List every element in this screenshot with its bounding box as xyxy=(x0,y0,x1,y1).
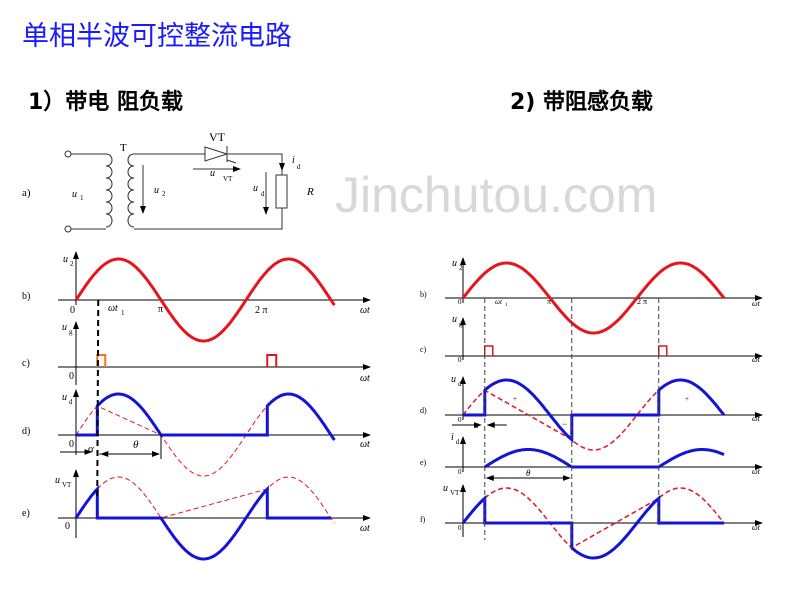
left-b-pi: π xyxy=(158,304,163,315)
circuit-schematic xyxy=(64,146,288,233)
right-f-label: f) xyxy=(420,515,426,524)
right-b-xlabel: ωt xyxy=(752,299,761,308)
right-c-xlabel: ωt xyxy=(752,355,761,364)
left-b-2pi: 2 π xyxy=(255,305,268,316)
resistor-label: R xyxy=(306,186,314,198)
right-c-zero: 0 xyxy=(458,356,462,364)
right-d-plus: + xyxy=(513,395,517,403)
left-u2-dashed xyxy=(75,405,268,477)
right-f-xlabel: ωt xyxy=(752,523,761,532)
heading-resistive-load: 1）带电 阻负载 xyxy=(28,90,183,115)
right-e-zero: 0 xyxy=(458,468,462,476)
left-uvt-wave xyxy=(74,485,331,561)
right-d-label: d) xyxy=(420,406,427,415)
left-gate-pulse xyxy=(266,354,278,367)
id-label: id xyxy=(292,155,301,171)
right-d-plus-2: + xyxy=(685,395,689,403)
right-b-2pi: 2 π xyxy=(637,297,647,306)
right-e-theta: θ xyxy=(526,468,531,478)
right-ud-wave xyxy=(463,378,726,443)
left-b-zero: 0 xyxy=(70,305,75,316)
right-d-minus: − xyxy=(562,419,567,429)
right-id-wave xyxy=(483,448,725,469)
circuit-label: a) xyxy=(22,187,31,199)
right-b-zero: 0 xyxy=(458,298,462,306)
right-e-label: e) xyxy=(420,458,427,467)
right-b-label: b) xyxy=(420,290,427,299)
left-c-zero: 0 xyxy=(69,371,74,382)
left-u2-dashed-vt xyxy=(96,476,335,524)
left-e-zero: 0 xyxy=(65,521,70,532)
right-b-wt1: ωt xyxy=(495,298,503,306)
left-e-label: e) xyxy=(22,508,30,519)
left-b-wt1: ωt xyxy=(108,303,118,314)
left-ud-wave xyxy=(76,392,336,441)
slide-title: 单相半波可控整流电路 xyxy=(22,21,292,52)
right-u2-wave xyxy=(461,261,726,335)
right-gate-pulse xyxy=(484,345,494,356)
right-gate-pulse xyxy=(658,345,668,356)
left-d-label: d) xyxy=(22,426,30,437)
left-d-alpha: α xyxy=(88,443,94,455)
right-e-xlabel: ωt xyxy=(752,467,761,476)
right-f-zero: 0 xyxy=(458,524,462,532)
right-b-pi: π xyxy=(547,297,551,306)
left-c-label: c) xyxy=(22,358,30,369)
left-b-label: b) xyxy=(22,291,30,302)
left-b-xlabel: ωt xyxy=(360,305,370,316)
heading-rl-load: 2) 带阻感负载 xyxy=(510,90,654,115)
watermark: Jinchutou.com xyxy=(335,167,657,223)
left-u2-wave xyxy=(74,257,336,343)
right-b-wt1-sub: 1 xyxy=(505,303,508,308)
right-uvt-wave xyxy=(461,495,724,560)
right-d-zero: 0 xyxy=(458,416,462,424)
right-d-xlabel: ωt xyxy=(752,414,761,423)
left-d-xlabel: ωt xyxy=(360,439,370,450)
left-e-xlabel: ωt xyxy=(360,523,370,534)
right-u2-dashed-vt xyxy=(484,487,725,549)
right-c-label: c) xyxy=(420,345,427,354)
transformer-label: T xyxy=(120,142,127,154)
right-u2-dashed xyxy=(462,389,660,451)
right-d-alpha: α xyxy=(474,420,479,430)
thyristor-label: VT xyxy=(209,130,226,144)
firing-angle-line xyxy=(96,299,100,501)
left-b-wt1-sub: 1 xyxy=(121,309,125,317)
left-d-theta: θ xyxy=(133,439,139,451)
left-c-xlabel: ωt xyxy=(360,373,370,384)
left-d-zero: 0 xyxy=(69,439,74,450)
